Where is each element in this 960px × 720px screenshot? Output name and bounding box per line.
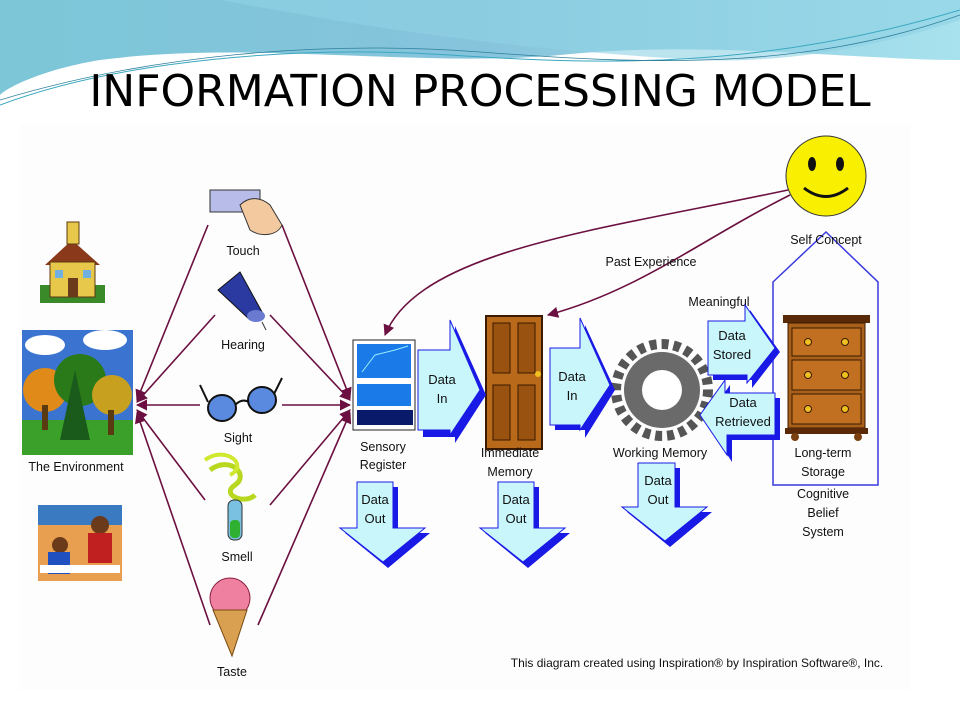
gear-icon bbox=[611, 339, 713, 441]
data-out-arrow-1: Data Out bbox=[338, 481, 430, 568]
data-out-arrow-2: Data Out bbox=[478, 481, 570, 568]
environment-label: The Environment bbox=[28, 460, 124, 474]
smiley-face-icon bbox=[785, 135, 867, 217]
meaningful-label: Meaningful bbox=[688, 295, 749, 309]
belief-label-2: Belief bbox=[807, 506, 839, 520]
sense-label-smell: Smell bbox=[221, 550, 252, 564]
data-out-arrow-3: Data Out bbox=[620, 462, 712, 547]
immediate-memory-label-2: Memory bbox=[487, 465, 533, 479]
hearing-horn-icon bbox=[217, 271, 267, 331]
sense-label-touch: Touch bbox=[226, 244, 259, 258]
data-out-3-label-2: Out bbox=[648, 492, 669, 507]
long-term-label-1: Long-term bbox=[795, 446, 852, 460]
belief-label-1: Cognitive bbox=[797, 487, 849, 501]
footer-credit: This diagram created using Inspiration® … bbox=[511, 656, 884, 670]
data-out-1-label-2: Out bbox=[365, 511, 386, 526]
data-stored-arrow: Data Stored bbox=[707, 303, 780, 388]
sense-connectors bbox=[134, 189, 791, 626]
immediate-memory-label-1: Immediate bbox=[481, 446, 539, 460]
data-out-2-label-2: Out bbox=[506, 511, 527, 526]
long-term-frame bbox=[772, 230, 879, 486]
ice-cream-icon bbox=[209, 577, 251, 658]
data-in-1-label-2: In bbox=[437, 391, 448, 406]
past-experience-label: Past Experience bbox=[605, 255, 696, 269]
environment-picture bbox=[22, 330, 133, 455]
eyeglasses-icon bbox=[199, 377, 283, 422]
dresser-icon bbox=[783, 315, 870, 441]
working-memory-label: Working Memory bbox=[613, 446, 708, 460]
sense-label-hearing: Hearing bbox=[221, 338, 265, 352]
data-in-1-label-1: Data bbox=[428, 372, 456, 387]
data-retrieved-arrow: Data Retrieved bbox=[699, 378, 780, 462]
sensory-register-label-1: Sensory bbox=[360, 440, 407, 454]
long-term-label-2: Storage bbox=[801, 465, 845, 479]
data-out-3-label-1: Data bbox=[644, 473, 672, 488]
belief-label-3: System bbox=[802, 525, 844, 539]
data-retrieved-label-1: Data bbox=[729, 395, 757, 410]
data-in-arrow-2: Data In bbox=[549, 317, 615, 438]
schoolhouse-icon bbox=[40, 221, 105, 303]
computer-icon bbox=[352, 339, 416, 431]
data-stored-label-2: Stored bbox=[713, 347, 751, 362]
data-retrieved-label-2: Retrieved bbox=[715, 414, 771, 429]
classroom-picture bbox=[38, 505, 122, 581]
data-in-2-label-1: Data bbox=[558, 369, 586, 384]
data-out-2-label-1: Data bbox=[502, 492, 530, 507]
data-in-2-label-2: In bbox=[567, 388, 578, 403]
sense-label-sight: Sight bbox=[224, 431, 253, 445]
page-title: INFORMATION PROCESSING MODEL bbox=[89, 66, 871, 117]
door-icon bbox=[485, 315, 543, 450]
header-background bbox=[0, 0, 960, 106]
sense-label-taste: Taste bbox=[217, 665, 247, 679]
smell-vial-icon bbox=[203, 452, 257, 541]
data-in-arrow-1: Data In bbox=[417, 319, 486, 443]
data-stored-label-1: Data bbox=[718, 328, 746, 343]
sensory-register-label-2: Register bbox=[360, 458, 407, 472]
self-concept-label: Self Concept bbox=[790, 233, 862, 247]
touch-icon bbox=[209, 189, 283, 236]
data-out-1-label-1: Data bbox=[361, 492, 389, 507]
